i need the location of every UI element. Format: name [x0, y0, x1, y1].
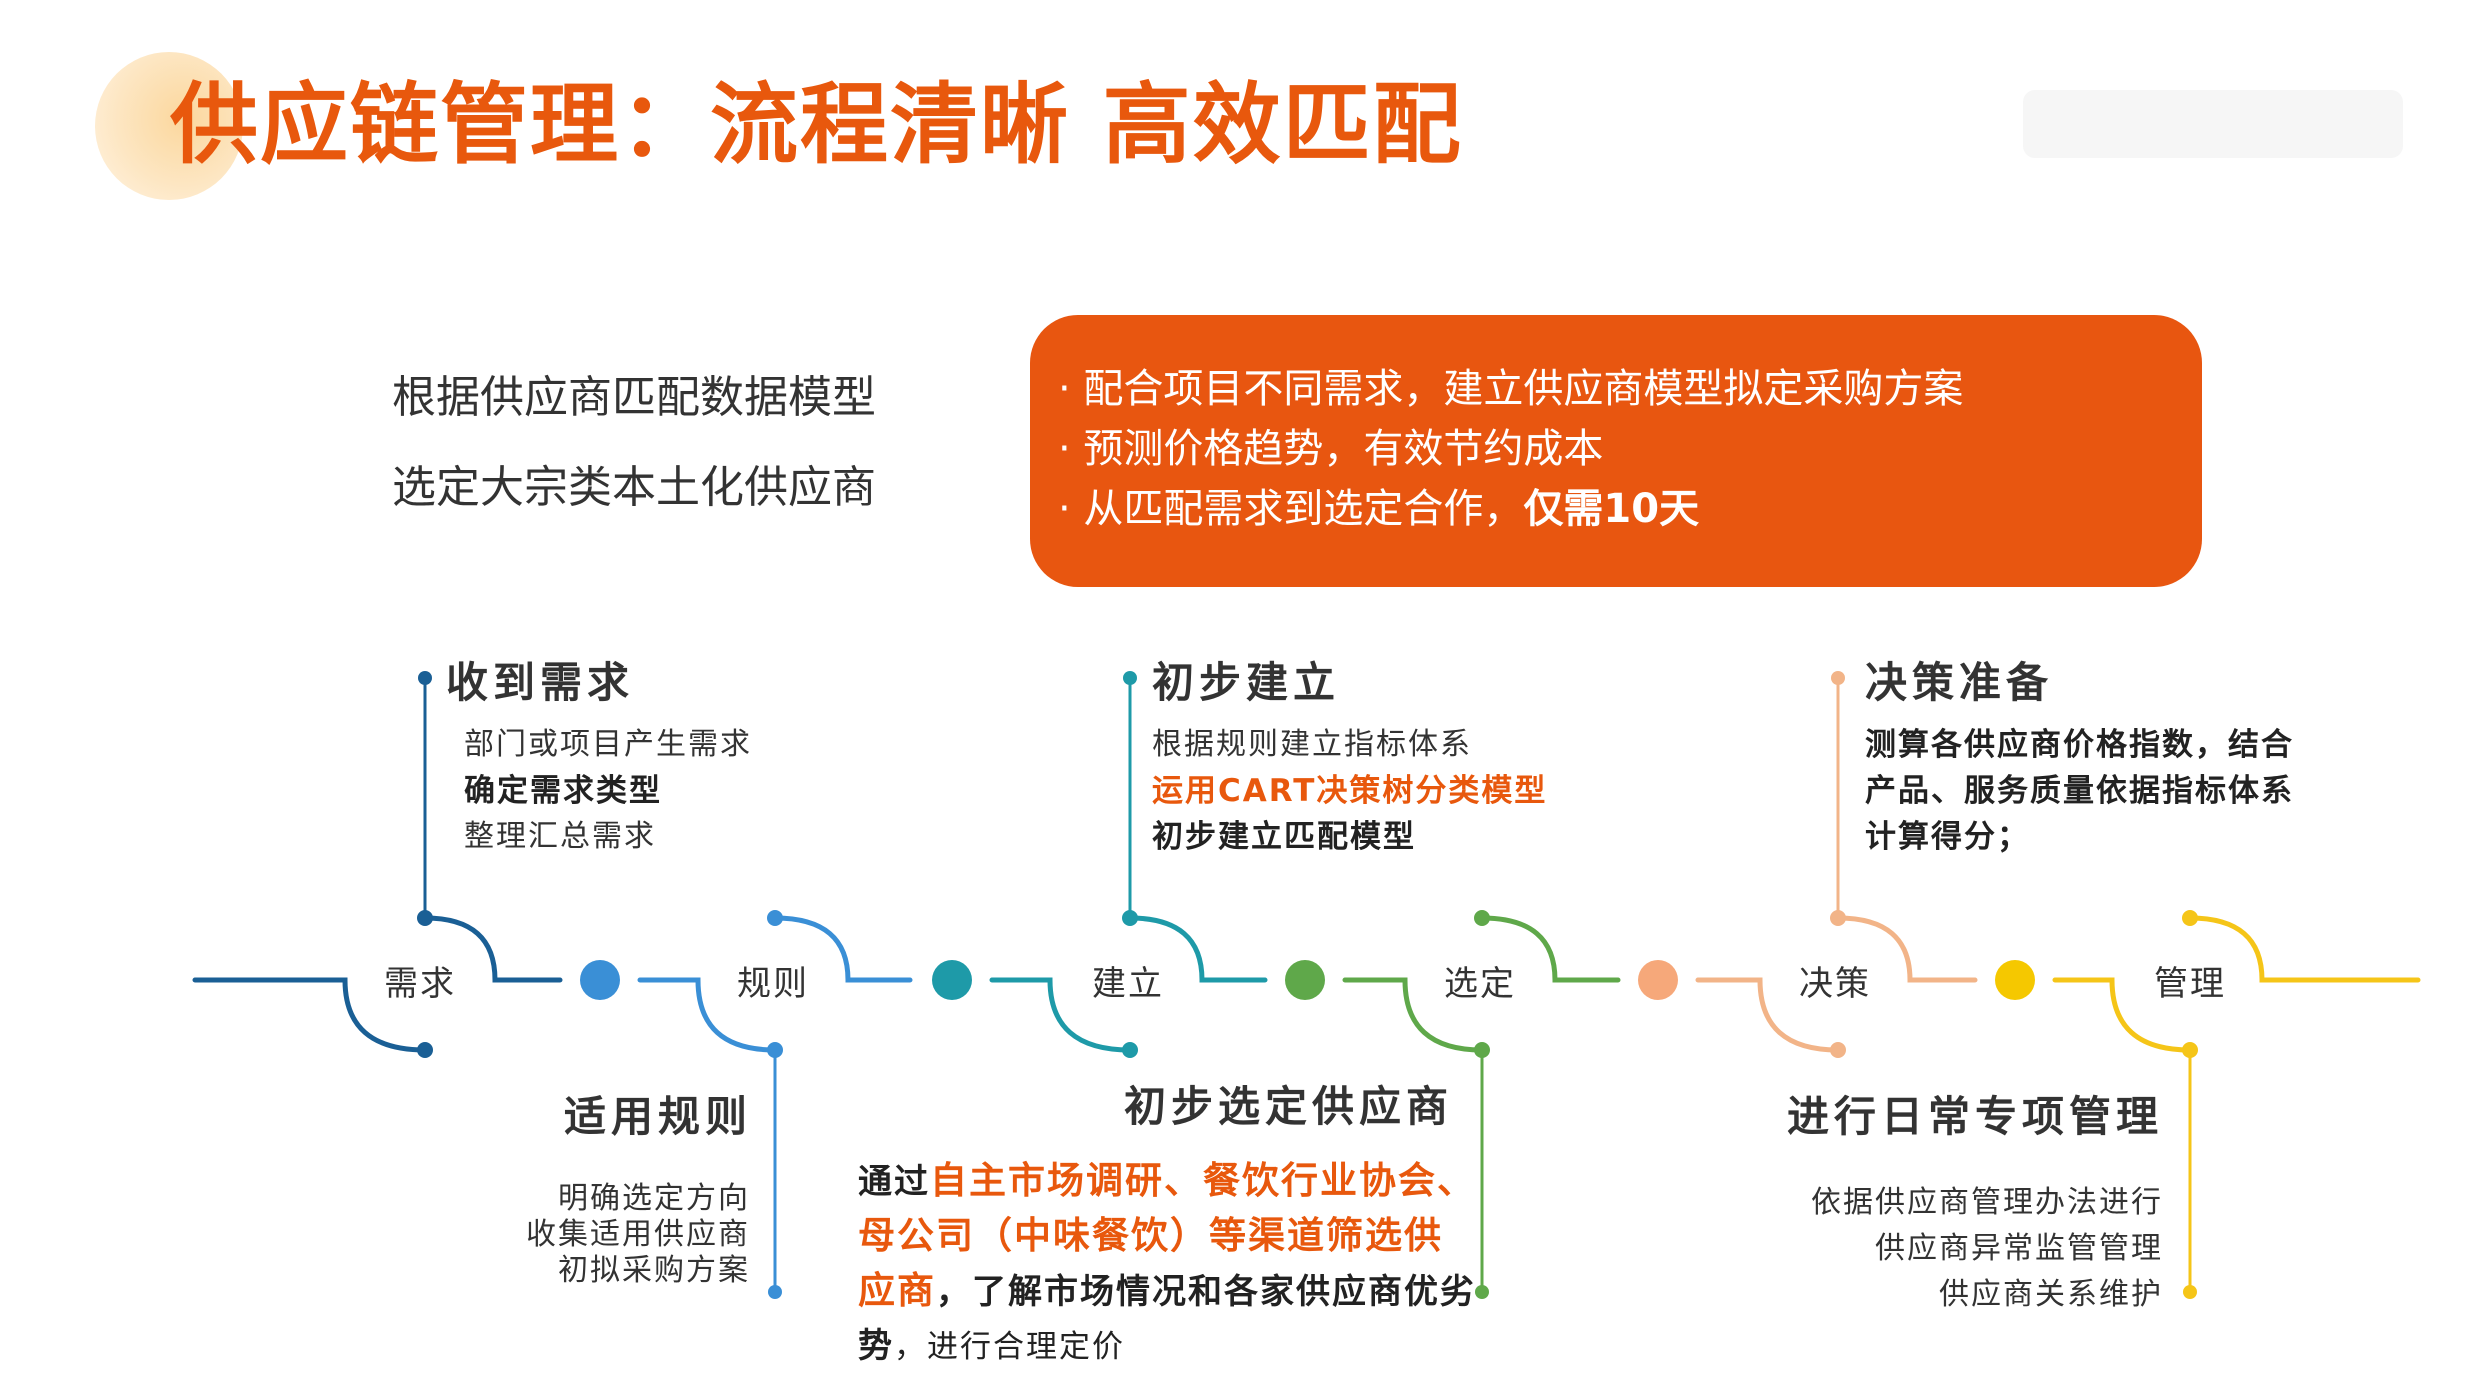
- step-title-manage: 进行日常专项管理: [1786, 1092, 2163, 1141]
- highlight-line-1: · 配合项目不同需求，建立供应商模型拟定采购方案: [1058, 366, 1964, 412]
- step-select-text-2: ，了解市场情况和各家供应商优劣: [936, 1272, 1476, 1312]
- highlight-line-3-bold: 仅需10天: [1523, 486, 1700, 532]
- connector-dot-rules-top: [767, 910, 783, 926]
- watermark-logo: [2023, 90, 2403, 158]
- step-title-build: 初步建立: [1152, 658, 1341, 707]
- stage-label-select: 选定: [1444, 964, 1516, 1004]
- flow-segment-decide: [1695, 915, 1978, 1053]
- connector-dot-select-bottom: [1475, 1285, 1489, 1299]
- step-title-receive: 收到需求: [446, 658, 635, 707]
- connector-dot-select-top: [1474, 910, 1490, 926]
- junction-dot-2: [932, 960, 972, 1000]
- connector-dot-manage-mid: [2182, 1042, 2198, 1058]
- connector-dot-decide-top: [1831, 671, 1845, 685]
- connector-dot-select-mid: [1474, 1042, 1490, 1058]
- connector-dot-build-lower: [1122, 1042, 1138, 1058]
- step-title-rules: 适用规则: [563, 1092, 752, 1141]
- stage-label-decide: 决策: [1799, 964, 1871, 1004]
- step-decide-line-3: 计算得分；: [1865, 819, 2030, 855]
- step-rules-line-2: 收集适用供应商: [526, 1217, 750, 1252]
- step-manage-line-2: 供应商异常监管管理: [1875, 1231, 2163, 1266]
- step-build-line-1: 根据规则建立指标体系: [1152, 727, 1472, 762]
- step-rules-line-1: 明确选定方向: [558, 1181, 750, 1216]
- step-select-channels-3: 应商: [858, 1269, 936, 1312]
- flow-segment-manage: [2052, 915, 2421, 1053]
- connector-dot-demand-lower: [417, 1042, 433, 1058]
- step-rules-line-3: 初拟采购方案: [558, 1253, 750, 1288]
- connector-dot-manage-bottom: [2183, 1285, 2197, 1299]
- flow-segment-select: [1342, 915, 1621, 1053]
- connector-dot-rules-bottom: [768, 1285, 782, 1299]
- step-title-select: 初步选定供应商: [1123, 1082, 1453, 1131]
- connector-dot-decide-bottom: [1830, 910, 1846, 926]
- highlight-line-3-prefix: · 从匹配需求到选定合作，: [1058, 486, 1524, 532]
- connector-dot-build-top: [1123, 671, 1137, 685]
- step-manage-line-3: 供应商关系维护: [1939, 1277, 2163, 1312]
- junction-dot-1: [580, 960, 620, 1000]
- connector-dot-rules-mid: [767, 1042, 783, 1058]
- connector-dot-build-bottom: [1122, 910, 1138, 926]
- step-select-text-1: 通过: [858, 1162, 930, 1202]
- step-select-channels-2: 母公司（中味餐饮）等渠道筛选供: [858, 1214, 1443, 1257]
- connector-dot-manage-top: [2182, 910, 2198, 926]
- step-select-channels-1: 自主市场调研、餐饮行业协会、: [930, 1159, 1476, 1202]
- step-select-description: 通过自主市场调研、餐饮行业协会、 母公司（中味餐饮）等渠道筛选供 应商，了解市场…: [858, 1154, 1498, 1374]
- highlight-line-2: · 预测价格趋势，有效节约成本: [1058, 426, 1604, 472]
- step-receive-line-3: 整理汇总需求: [464, 819, 656, 854]
- highlight-line-3: · 从匹配需求到选定合作，仅需10天: [1058, 485, 1699, 533]
- page-title: 供应链管理：流程清晰 高效匹配: [170, 73, 1463, 176]
- stage-label-demand: 需求: [384, 964, 456, 1004]
- flow-segment-rules: [637, 915, 913, 1053]
- highlight-box: [1030, 315, 2202, 587]
- step-receive-line-2: 确定需求类型: [464, 773, 662, 809]
- decorative-circle: [95, 52, 243, 200]
- connector-dot-decide-lower: [1830, 1042, 1846, 1058]
- intro-line-1: 根据供应商匹配数据模型: [392, 372, 876, 423]
- junction-dot-5: [1995, 960, 2035, 1000]
- step-select-text-3: 势: [858, 1326, 894, 1366]
- step-receive-line-1: 部门或项目产生需求: [464, 727, 752, 762]
- step-decide-line-1: 测算各供应商价格指数，结合: [1865, 727, 2294, 763]
- stage-label-rules: 规则: [737, 964, 809, 1004]
- stage-label-build: 建立: [1092, 964, 1164, 1004]
- step-select-text-4: ，进行合理定价: [894, 1329, 1125, 1365]
- junction-dot-3: [1285, 960, 1325, 1000]
- junction-dot-4: [1638, 960, 1678, 1000]
- step-manage-line-1: 依据供应商管理办法进行: [1811, 1185, 2163, 1220]
- step-decide-line-2: 产品、服务质量依据指标体系: [1865, 773, 2294, 809]
- step-build-line-3: 初步建立匹配模型: [1152, 819, 1416, 855]
- intro-line-2: 选定大宗类本土化供应商: [392, 462, 876, 513]
- connector-dot-receive-bottom: [417, 910, 433, 926]
- flow-segment-demand: [192, 915, 563, 1053]
- flow-segment-build: [989, 915, 1268, 1053]
- step-title-decide: 决策准备: [1865, 658, 2054, 707]
- step-build-line-2: 运用CART决策树分类模型: [1152, 773, 1548, 809]
- connector-dot-receive-top: [418, 671, 432, 685]
- stage-label-manage: 管理: [2154, 964, 2226, 1004]
